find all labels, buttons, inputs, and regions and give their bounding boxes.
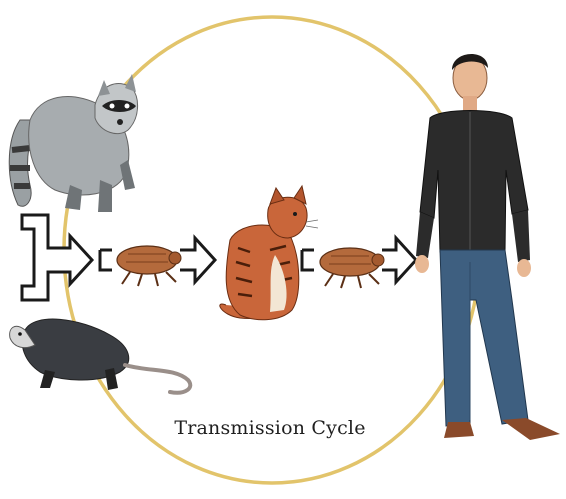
human-figure: [415, 54, 560, 440]
flea-1: [117, 246, 181, 286]
raccoon-figure: [9, 74, 137, 212]
flea-2: [320, 248, 384, 288]
split-arrow: [22, 215, 92, 300]
diagram-caption: Transmission Cycle: [150, 417, 390, 439]
